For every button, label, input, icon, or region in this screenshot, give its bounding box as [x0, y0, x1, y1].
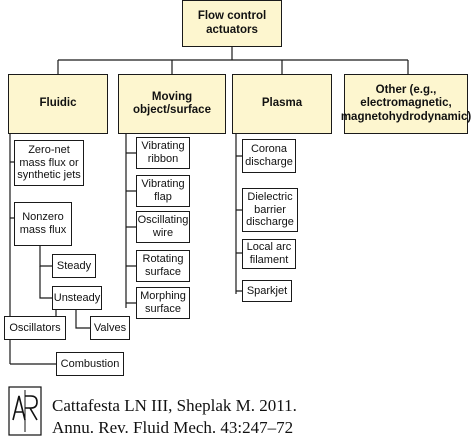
node-vibrating-flap: Vibrating flap	[136, 175, 190, 207]
category-moving-object-surface: Moving object/surface	[118, 74, 226, 134]
node-steady: Steady	[52, 254, 96, 278]
category-plasma: Plasma	[232, 74, 332, 134]
node-vibrating-ribbon: Vibrating ribbon	[136, 137, 190, 169]
node-unsteady: Unsteady	[52, 286, 102, 310]
node-nonzero-mass-flux: Nonzero mass flux	[14, 202, 72, 246]
node-local-arc-filament: Local arc filament	[242, 239, 296, 269]
annual-reviews-logo	[8, 386, 42, 436]
citation-line-2: Annu. Rev. Fluid Mech. 43:247–72	[52, 418, 294, 437]
category-other: Other (e.g., electromagnetic, magnetohyd…	[341, 74, 471, 134]
node-rotating-surface: Rotating surface	[136, 250, 190, 282]
node-sparkjet: Sparkjet	[242, 280, 292, 302]
node-combustion: Combustion	[56, 352, 124, 376]
node-dielectric-barrier-discharge: Dielectric barrier discharge	[242, 188, 298, 232]
node-zero-net-mass-flux: Zero-net mass flux or synthetic jets	[14, 140, 84, 186]
node-oscillating-wire: Oscillating wire	[136, 211, 190, 243]
category-fluidic: Fluidic	[8, 74, 108, 134]
citation-line-1: Cattafesta LN III, Sheplak M. 2011.	[52, 396, 297, 415]
node-oscillators: Oscillators	[4, 316, 66, 340]
node-morphing-surface: Morphing surface	[136, 287, 190, 319]
node-corona-discharge: Corona discharge	[242, 139, 296, 173]
root-node-flow-control-actuators: Flow control actuators	[182, 0, 282, 47]
node-valves: Valves	[90, 316, 130, 340]
